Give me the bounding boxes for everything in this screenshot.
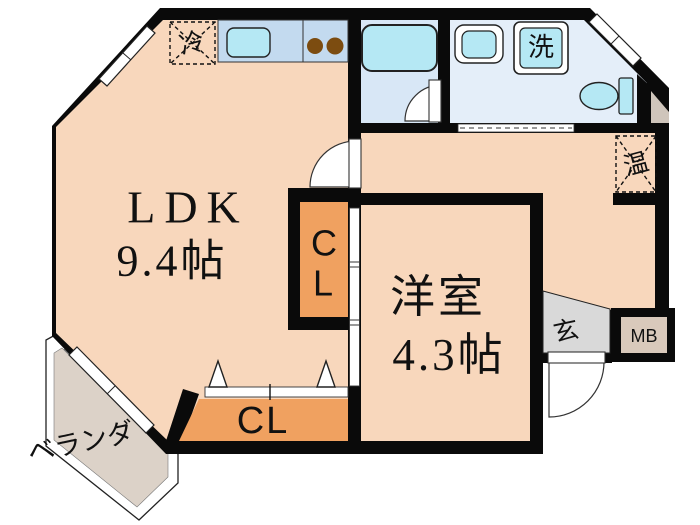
corner-pocket xyxy=(651,91,669,123)
ldk-floor xyxy=(56,20,348,441)
entrance-label: 玄 xyxy=(551,314,581,348)
window-bottom-left xyxy=(68,346,155,434)
entrance-door-arc xyxy=(547,351,606,418)
ldk-door-arc xyxy=(309,138,362,189)
kitchen-counter xyxy=(217,19,349,63)
western-room-size: 4.3帖 xyxy=(392,330,505,380)
closet-middle-letter-c: C xyxy=(311,223,337,264)
sliding-door-washroom xyxy=(457,123,575,133)
bathtub xyxy=(361,24,438,72)
refrigerator-box xyxy=(169,21,216,65)
bathroom-door-arc xyxy=(404,79,442,123)
sliding-door-western xyxy=(349,207,360,387)
closet-middle-letter-l: L xyxy=(313,263,333,304)
folding-door xyxy=(204,358,349,400)
stove-burners xyxy=(307,37,344,55)
closet-middle xyxy=(300,202,348,317)
closet-bottom-label: CL xyxy=(237,400,290,442)
kitchen-sink xyxy=(226,27,271,58)
meter-box xyxy=(611,308,675,362)
meter-box-label: MB xyxy=(631,326,658,346)
washbasin xyxy=(454,24,504,64)
toilet xyxy=(579,77,634,115)
western-room-label: 洋室 xyxy=(390,272,486,322)
washing-machine-label: 洗 xyxy=(528,33,554,63)
window-top-left xyxy=(98,25,156,87)
western-room-floor xyxy=(361,205,530,441)
closet-bottom xyxy=(179,399,348,441)
washing-machine-box xyxy=(513,21,569,75)
ldk-label: LDK xyxy=(127,182,249,233)
window-top-right xyxy=(588,13,642,67)
entrance-area xyxy=(542,290,611,354)
hallway-floor xyxy=(361,133,655,310)
ldk-size: 9.4帖 xyxy=(117,237,228,286)
water-heater-box xyxy=(615,135,657,193)
